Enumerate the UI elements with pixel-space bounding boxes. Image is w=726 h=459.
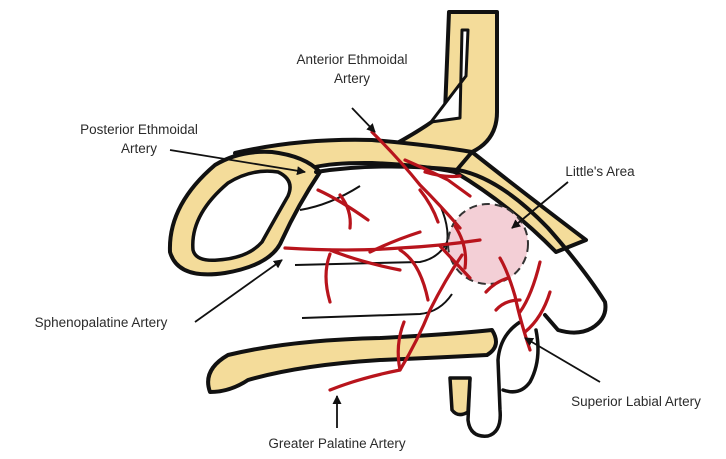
anterior-ethmoidal-label-line2: Artery [262, 69, 442, 88]
anterior-ethmoidal-label: Anterior Ethmoidal Artery [262, 50, 442, 88]
post-ethmoidal-branch-1 [340, 195, 350, 228]
superior-labial-label-text: Superior Labial Artery [548, 392, 724, 411]
posterior-ethmoidal-label: Posterior Ethmoidal Artery [44, 120, 234, 158]
upper-lip [503, 330, 538, 392]
sphenopalatine-label: Sphenopalatine Artery [6, 313, 196, 332]
greater-palatine-label: Greater Palatine Artery [232, 434, 442, 453]
posterior-ethmoidal-artery [318, 190, 368, 220]
spheno-branch-1 [330, 250, 400, 270]
greater-palatine-label-text: Greater Palatine Artery [232, 434, 442, 453]
superior-labial-label: Superior Labial Artery [548, 392, 724, 411]
spheno-branch-4 [400, 250, 428, 300]
posterior-ethmoidal-label-line1: Posterior Ethmoidal [44, 120, 234, 139]
greater-palatine-artery [330, 255, 462, 390]
littles-area-label: Little's Area [540, 162, 660, 181]
anterior-ethmoidal-label-line1: Anterior Ethmoidal [262, 50, 442, 69]
littles-area-label-text: Little's Area [540, 162, 660, 181]
sphenopalatine-label-text: Sphenopalatine Artery [6, 313, 196, 332]
spheno-branch-3 [326, 254, 330, 302]
sup-labial-branch-1 [520, 262, 540, 312]
anterior-nasal-spine [450, 378, 470, 415]
anterior-ethmoidal-arrow [352, 108, 375, 132]
posterior-ethmoidal-label-line2: Artery [44, 139, 234, 158]
